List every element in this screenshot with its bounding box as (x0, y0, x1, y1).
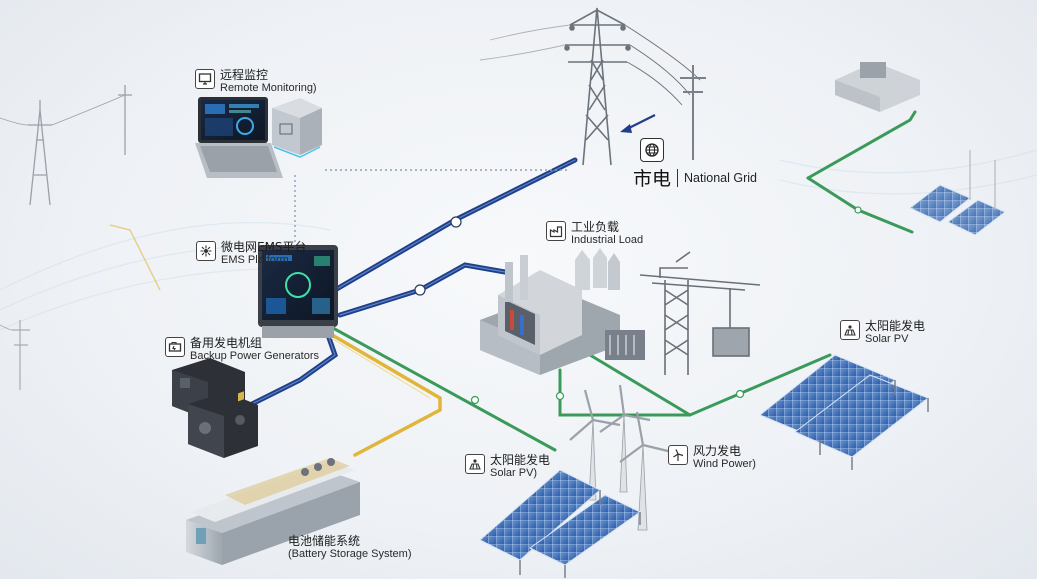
wind-turbine-icon (668, 445, 688, 465)
solar-pv-right-title-en: Solar PV (865, 333, 909, 346)
backup-generators-title-cn: 备用发电机组 (190, 336, 263, 350)
junction-markers (414, 206, 862, 405)
industrial-factory (480, 248, 645, 375)
faint-left-cable (109, 224, 161, 291)
monitor-icon (195, 69, 215, 89)
industrial-load-title-cn: 工业负载 (571, 220, 620, 234)
remote-monitoring-label: 远程监控 Remote Monitoring) (195, 68, 317, 95)
transmission-tower (479, 7, 701, 166)
backup-generators-label: 备用发电机组 Backup Power Generators (165, 336, 320, 363)
ems-platform-title-cn: 微电网EMS平台 (221, 240, 307, 254)
ems-platform-title-en: EMS Platform (221, 254, 289, 267)
national-grid-label: 市电 National Grid (633, 164, 757, 191)
national-grid-separator (677, 168, 679, 187)
wind-power-title-en: Wind Power) (693, 458, 756, 471)
utility-pole (680, 65, 706, 160)
battery-storage-title-cn: 电池储能系统 (288, 534, 361, 548)
battery-storage-label: 电池储能系统 (Battery Storage System) (288, 534, 412, 561)
wind-power-label: 风力发电 Wind Power) (668, 444, 756, 471)
ems-terminal (258, 245, 338, 338)
wind-power-title-cn: 风力发电 (693, 444, 742, 458)
solar-array-far-right (909, 150, 1006, 236)
remote-monitoring-title-cn: 远程监控 (220, 68, 269, 82)
solar-pv-right-label: 太阳能发电 Solar PV (840, 319, 926, 346)
distant-tower-left-top (0, 85, 132, 206)
remote-monitoring-title-en: Remote Monitoring) (220, 82, 317, 95)
backup-generators-title-en: Backup Power Generators (190, 350, 320, 363)
industrial-load-label: 工业负载 Industrial Load (546, 220, 644, 247)
solar-pv-center-title-en: Solar PV) (490, 467, 538, 480)
network-node-icon (196, 241, 216, 261)
wind-turbines (569, 384, 673, 531)
far-substation (835, 62, 920, 112)
solar-array-center (479, 469, 641, 578)
battery-storage-title-en: (Battery Storage System) (288, 548, 412, 561)
solar-panel-icon (465, 454, 485, 474)
ems-platform-label: 微电网EMS平台 EMS Platform (196, 240, 307, 267)
battery-cable (313, 323, 442, 457)
solar-pv-right-title-cn: 太阳能发电 (865, 319, 926, 333)
solar-pv-center-label: 太阳能发电 Solar PV) (465, 453, 551, 480)
battery-storage-cabinet (186, 391, 360, 565)
solar-panel-icon (840, 320, 860, 340)
remote-laptop (195, 97, 283, 178)
generator-icon (165, 337, 185, 357)
factory-icon (546, 221, 566, 241)
national-grid-icon-box (640, 138, 664, 162)
industrial-load-title-en: Industrial Load (571, 234, 644, 247)
backup-generators (172, 358, 258, 458)
national-grid-title-cn: 市电 (633, 168, 672, 190)
monitoring-link (294, 169, 570, 250)
cloud-server (272, 98, 322, 158)
national-grid-title-en: National Grid (684, 170, 757, 185)
solar-array-right (759, 354, 929, 470)
tower-crane (639, 251, 761, 375)
globe-icon (640, 138, 664, 162)
solar-pv-center-title-cn: 太阳能发电 (490, 453, 551, 467)
distant-tower-left-bottom (0, 320, 30, 390)
